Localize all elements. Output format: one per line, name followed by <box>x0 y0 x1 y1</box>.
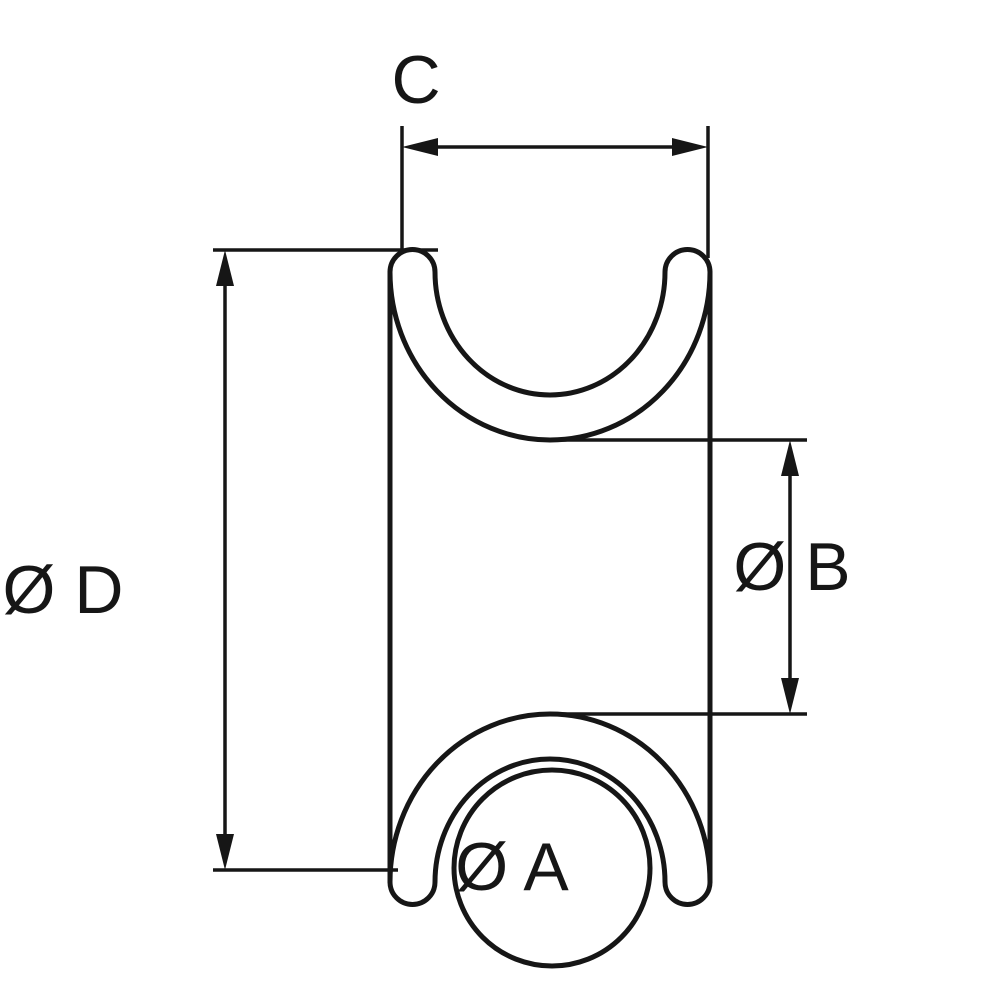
dimension-c-arrow-left <box>402 138 438 156</box>
dimension-d-arrow-top <box>216 250 234 286</box>
dimension-d: Ø D <box>3 248 438 872</box>
dimension-a-label: Ø A <box>455 829 569 905</box>
dimension-d-label: Ø D <box>3 552 124 628</box>
ring-profile <box>387 247 713 969</box>
top-groove-outline <box>387 247 713 443</box>
dimension-c-label: C <box>391 42 440 118</box>
bottom-groove-outline <box>387 711 713 907</box>
dimension-b-arrow-top <box>781 440 799 476</box>
dimension-b: Ø B <box>552 438 851 716</box>
dimension-c: C <box>391 42 710 258</box>
bore-circle <box>451 767 653 969</box>
dimension-d-arrow-bottom <box>216 834 234 870</box>
dimension-a: Ø A <box>455 829 569 905</box>
dimension-b-label: Ø B <box>733 529 850 605</box>
dimension-c-arrow-right <box>672 138 708 156</box>
dimension-b-arrow-bottom <box>781 678 799 714</box>
